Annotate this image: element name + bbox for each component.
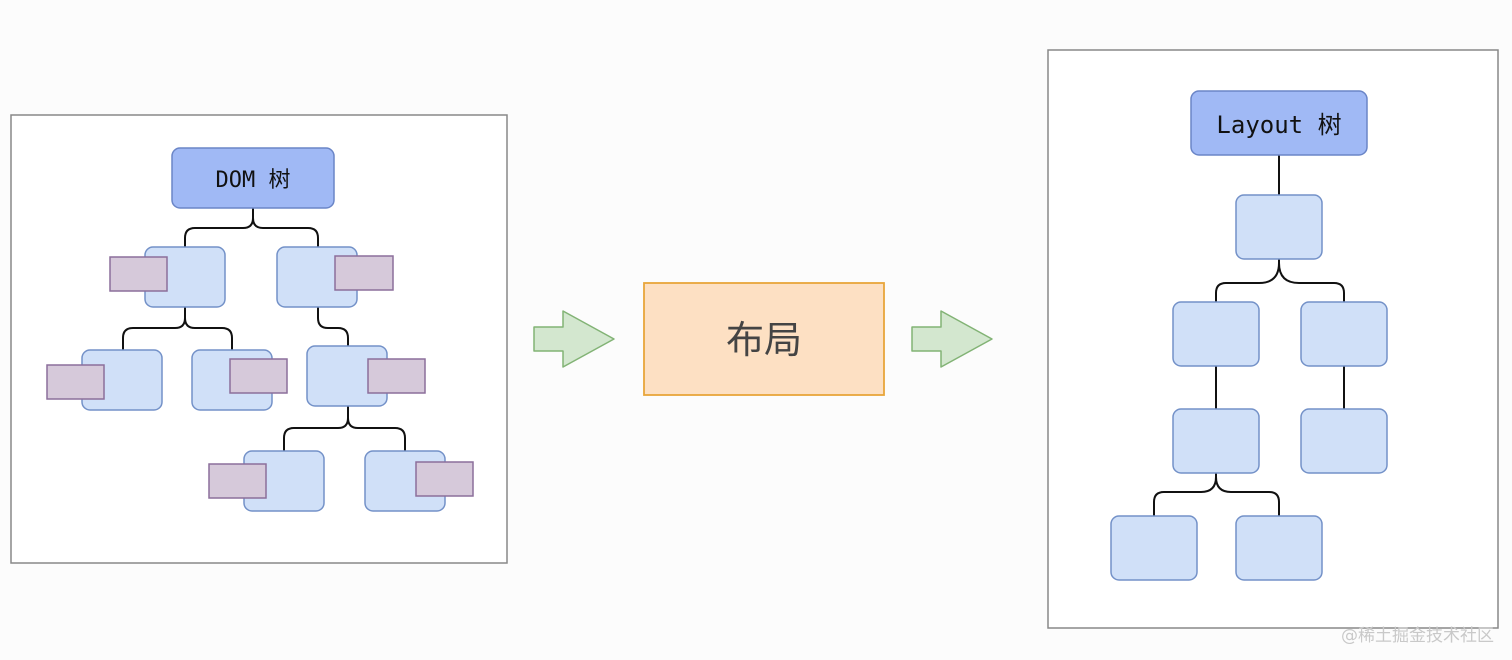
dom-edge: [252, 217, 319, 248]
dom-tree-edges: [122, 208, 406, 451]
layout-edge: [1215, 259, 1280, 302]
layout-tree-edges: [1153, 155, 1345, 516]
dom-tree-root-label: DOM 树: [216, 168, 291, 193]
dom-attr-box: [208, 463, 267, 499]
dom-attr-box: [367, 358, 426, 394]
layout-tree-root: [1190, 90, 1368, 156]
dom-edge: [184, 208, 254, 248]
layout-process-label: 布局: [726, 318, 802, 362]
dom-edge: [347, 417, 406, 451]
layout-process-box: [643, 282, 885, 396]
layout-tree-panel: Layout 树: [1047, 49, 1499, 629]
dom-attr-box: [229, 358, 288, 394]
layout-node: [1172, 408, 1260, 474]
dom-attr-box: [334, 255, 394, 291]
layout-process: 布局: [643, 282, 885, 396]
dom-edge: [184, 317, 233, 350]
dom-tree-panel: DOM 树: [10, 114, 508, 564]
dom-edge: [283, 406, 349, 451]
layout-node: [1300, 301, 1388, 367]
layout-edge: [1215, 476, 1280, 516]
layout-node: [1235, 194, 1323, 260]
layout-tree-root-label: Layout 树: [1216, 111, 1341, 139]
dom-attr-box: [46, 364, 105, 400]
arrow-right-icon: [533, 310, 615, 368]
layout-node: [1110, 515, 1198, 581]
layout-node: [1172, 301, 1260, 367]
dom-tree-root: [171, 147, 335, 209]
dom-attr-box: [109, 256, 168, 292]
layout-node: [1235, 515, 1323, 581]
dom-edge: [317, 307, 349, 346]
layout-edge: [1278, 262, 1345, 302]
layout-edge: [1153, 473, 1217, 516]
dom-attr-box: [415, 461, 474, 497]
layout-node: [1300, 408, 1388, 474]
watermark: @稀土掘金技术社区: [1341, 626, 1494, 646]
arrow-right-icon: [911, 310, 993, 368]
dom-edge: [122, 307, 186, 350]
